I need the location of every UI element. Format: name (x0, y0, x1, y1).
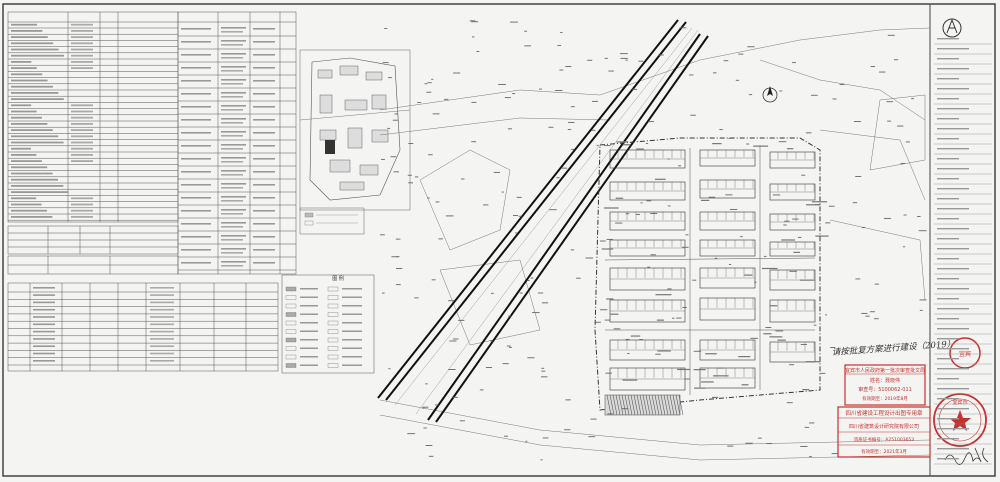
review-stamp-number: 审查号：5100062-011 (858, 386, 912, 393)
signature (944, 447, 989, 465)
review-stamp-title: 宜宾市人民政府第一批次审查批文局 (845, 367, 925, 374)
building-type-table (177, 11, 297, 275)
location-key-map (299, 49, 411, 211)
site-boundary (594, 137, 821, 411)
legend-title: 图 例 (332, 275, 344, 282)
building-statistics-table (7, 282, 279, 372)
design-stamp-validity: 有效期至：2021年3月 (861, 448, 907, 455)
review-stamp-name: 姓名：聂晓伟 (870, 377, 900, 384)
red-seal-right-text: 宜宾市 (952, 399, 967, 406)
podium-hatch (604, 394, 684, 416)
review-stamp: 宜宾市人民政府第一批次审查批文局 姓名：聂晓伟 审查号：5100062-011 … (844, 364, 926, 406)
design-stamp: 四川省建设工程设计出图专用章 四川省建筑设计研究院有限公司 资质证书编号：A25… (837, 406, 931, 458)
design-stamp-license: 资质证书编号：A251003653 (854, 436, 914, 443)
north-arrow (762, 86, 778, 103)
review-stamp-validity: 有效期至：2019年8月 (862, 395, 908, 402)
title-block (934, 18, 992, 465)
railway-tracks (377, 19, 709, 423)
legend-panel: 图 例 (281, 207, 375, 374)
design-stamp-company: 四川省建筑设计研究院有限公司 (849, 423, 919, 430)
design-stamp-title: 四川省建设工程设计出图专用章 (845, 409, 923, 417)
technical-indicator-table (7, 11, 179, 223)
site-plan: 请按批复方案进行建设（2019） (377, 19, 956, 461)
drawing-border (2, 3, 996, 477)
